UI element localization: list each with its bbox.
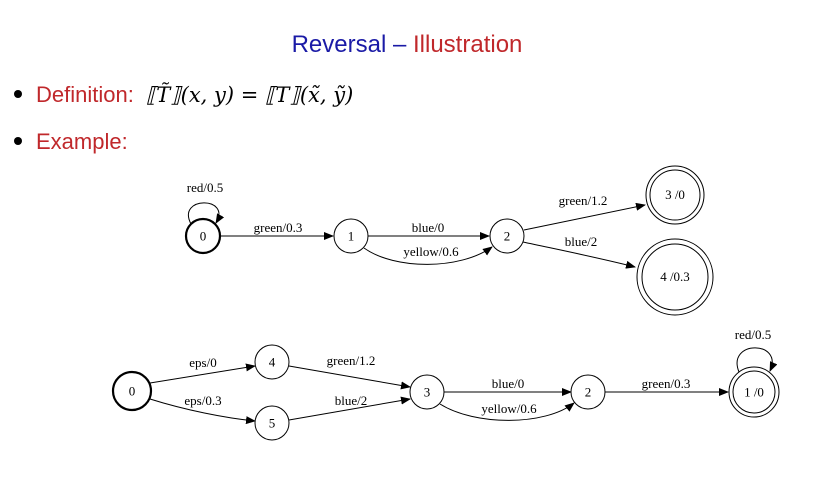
fst1-state-4-final-inner [641, 243, 709, 311]
slide-title: Reversal – Illustration [0, 31, 814, 59]
fst2-arc-label-red: red/0.5 [735, 327, 771, 342]
fst2-arc-0-4 [149, 363, 256, 384]
fst1-arc-label-blue-0: blue/0 [412, 220, 445, 235]
fst1-state-2-label: 2 [504, 229, 511, 244]
bullet-example: Example: [14, 129, 128, 155]
fst1-state-0-label: 0 [200, 229, 207, 244]
fst2-state-5 [254, 405, 290, 441]
fst2-state-1-final-inner [732, 370, 776, 414]
fst1-state-3-final-inner [649, 169, 701, 221]
fst1-state-3-label: 3 /0 [665, 187, 685, 202]
example-label: Example: [36, 129, 128, 154]
title-word-illustration: Illustration [413, 31, 523, 58]
fst2-arc-label-blue-0: blue/0 [492, 376, 525, 391]
fst1: 0 red/0.5 green/0.3 1 blue/0 yellow/0.6 … [184, 165, 714, 316]
fst2-state-0-label: 0 [129, 384, 136, 399]
bullet-definition: Definition: ⟦T̃⟧(x, y) = ⟦T⟧(x̃, ỹ) [14, 82, 353, 108]
bullet-dot [14, 137, 22, 146]
fst2-arc-5-3 [288, 396, 411, 421]
fst1-state-4-final [636, 238, 714, 316]
bullet-dot [14, 90, 22, 99]
fst2-state-0 [111, 370, 153, 412]
title-word-reversal: Reversal [291, 31, 387, 58]
fst2-arc-label-green-0.3: green/0.3 [642, 376, 691, 391]
fst2-arc-label-yellow: yellow/0.6 [481, 401, 537, 416]
fst2-arc-0-5 [149, 398, 256, 425]
fst1-state-2 [489, 218, 525, 254]
fst2-arc-label-eps-0.3: eps/0.3 [184, 393, 221, 408]
fst1-state-4-label: 4 /0.3 [660, 269, 690, 284]
fst2-state-1-final [728, 366, 780, 418]
fst2-arc-self-loop [736, 347, 778, 373]
fst2-state-1-label: 1 /0 [744, 385, 764, 400]
fst1-arc-label-green-0.3: green/0.3 [254, 220, 303, 235]
fst2-arc-label-blue-2: blue/2 [335, 393, 368, 408]
fst1-arc-label-yellow: yellow/0.6 [403, 244, 459, 259]
fst2-state-5-label: 5 [269, 416, 276, 431]
fst1-arc-1-2-yellow [363, 246, 493, 265]
fst2-arc-label-green-1.2: green/1.2 [327, 353, 376, 368]
fst2-state-4 [254, 344, 290, 380]
fst1-arc-label-red: red/0.5 [187, 180, 223, 195]
fst2-state-3-label: 3 [424, 385, 431, 400]
definition-formula: ⟦T̃⟧(x, y) = ⟦T⟧(x̃, ỹ) [145, 83, 354, 107]
fst1-state-1-label: 1 [348, 229, 355, 244]
fst1-arc-label-blue-2: blue/2 [565, 234, 598, 249]
fst2-arc-4-3 [288, 365, 411, 390]
fst2-state-2-label: 2 [585, 385, 592, 400]
fst1-state-3-final [645, 165, 705, 225]
fst1-arc-2-4 [522, 241, 636, 269]
fst2-arc-label-eps-0: eps/0 [189, 355, 216, 370]
fst2: 0 eps/0 eps/0.3 4 5 green/1.2 blue/2 3 b… [111, 327, 780, 441]
fst2-arc-3-2-yellow [439, 402, 575, 421]
title-dash: – [392, 31, 407, 58]
definition-label: Definition: [36, 82, 134, 107]
fst2-state-4-label: 4 [269, 355, 276, 370]
fst1-arc-label-green-1.2: green/1.2 [559, 193, 608, 208]
fst1-arc-self-loop [188, 202, 225, 225]
fst1-arc-2-3 [523, 202, 646, 231]
